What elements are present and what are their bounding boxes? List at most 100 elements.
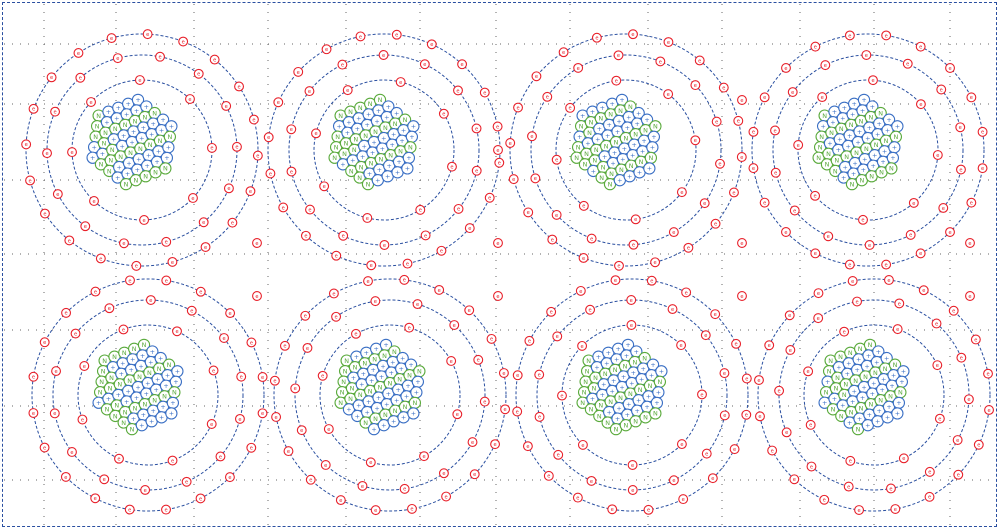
electron-label: e <box>103 477 106 483</box>
electron: e <box>224 472 235 483</box>
proton-label: + <box>160 403 165 411</box>
electron-label: e <box>252 117 255 123</box>
electron-shape <box>823 231 834 242</box>
proton-label: + <box>170 399 175 407</box>
electron-label: e <box>581 443 584 449</box>
neutron-label: N <box>382 352 387 360</box>
electron-shape <box>557 390 567 401</box>
proton-label: + <box>163 382 168 390</box>
proton-label: + <box>367 170 372 178</box>
electron: e <box>577 439 588 450</box>
electron: e <box>945 227 955 237</box>
electron: e <box>207 142 217 153</box>
electron-label: e <box>468 226 471 232</box>
electron-label: e <box>53 411 56 417</box>
electron: e <box>770 125 780 136</box>
neutron-label: N <box>843 381 848 389</box>
electron-shape <box>302 342 313 353</box>
electron-label: e <box>255 294 258 300</box>
electron: e <box>167 256 178 267</box>
electron-label: e <box>199 496 202 502</box>
electron-label: e <box>810 464 813 470</box>
proton: + <box>652 386 665 399</box>
proton-label: + <box>825 378 830 386</box>
electron: e <box>379 240 390 250</box>
neutron-label: N <box>864 145 869 153</box>
proton: + <box>857 93 871 107</box>
electron: e <box>28 408 39 418</box>
electron-label: e <box>273 379 276 385</box>
electron-shape <box>868 75 878 86</box>
electron-shape <box>663 89 674 100</box>
electron-shell-1 <box>797 79 939 221</box>
electron-label: e <box>615 79 618 85</box>
electron: e <box>263 132 274 143</box>
electron-shape <box>464 223 475 234</box>
proton-label: + <box>366 398 371 406</box>
proton-shape <box>407 407 420 420</box>
electron: e <box>741 409 752 420</box>
proton-label: + <box>141 124 146 132</box>
neutron-label: N <box>816 154 821 162</box>
electron-shape <box>464 305 475 316</box>
electron: e <box>936 84 947 95</box>
proton-label: + <box>356 115 361 123</box>
electron: e <box>710 309 721 320</box>
electron-shape <box>484 192 495 203</box>
electron-shape <box>342 85 353 96</box>
proton: + <box>837 171 850 184</box>
electron: e <box>892 324 903 335</box>
neutron-label: N <box>648 382 653 390</box>
neutron-label: N <box>117 381 122 389</box>
electron: e <box>99 474 110 485</box>
neutron-label: N <box>388 152 393 160</box>
neutron-label: N <box>334 144 339 152</box>
neutron-label: N <box>142 113 147 121</box>
electron-label: e <box>84 224 87 230</box>
electron: e <box>234 81 244 92</box>
electron-label: e <box>732 190 735 196</box>
proton-label: + <box>144 103 149 111</box>
neutron-label: N <box>583 378 588 386</box>
proton-label: + <box>135 96 140 104</box>
proton: + <box>342 403 356 416</box>
electron-label: e <box>269 171 272 177</box>
electron-label: e <box>714 312 717 318</box>
electron: e <box>86 97 96 107</box>
electron: e <box>843 481 854 492</box>
proton-label: + <box>149 418 154 426</box>
proton-label: + <box>850 398 855 406</box>
electron-shape <box>415 204 426 215</box>
electron-shape <box>118 324 129 335</box>
electron-shape <box>434 284 445 295</box>
neutron-label: N <box>344 140 349 148</box>
electron-label: e <box>935 321 938 327</box>
neutron-label: N <box>583 161 588 169</box>
electron: e <box>591 32 602 43</box>
electron-shape <box>774 385 785 396</box>
electron-label: e <box>590 236 593 242</box>
electron-shape <box>28 103 39 114</box>
electron-shape <box>694 55 705 66</box>
proton-label: + <box>159 127 164 135</box>
electron-shape <box>319 181 330 192</box>
electron-label: e <box>560 393 563 399</box>
proton: + <box>643 162 656 175</box>
neutron-label: N <box>893 361 898 369</box>
electron-label: e <box>631 488 634 494</box>
proton-label: + <box>155 375 160 383</box>
electron-shape <box>643 504 654 515</box>
neutron-label: N <box>163 165 168 173</box>
proton: + <box>630 345 643 358</box>
neutron-label: N <box>332 154 337 162</box>
electron-shape <box>523 207 534 218</box>
electron-label: e <box>32 411 35 417</box>
neutron: N <box>117 416 130 429</box>
electron: e <box>542 91 553 102</box>
electron-shape <box>265 168 276 179</box>
electron: e <box>793 140 804 150</box>
neutron-label: N <box>357 174 362 182</box>
electron: e <box>469 469 480 480</box>
proton: + <box>650 396 664 410</box>
neutron-label: N <box>417 368 422 376</box>
